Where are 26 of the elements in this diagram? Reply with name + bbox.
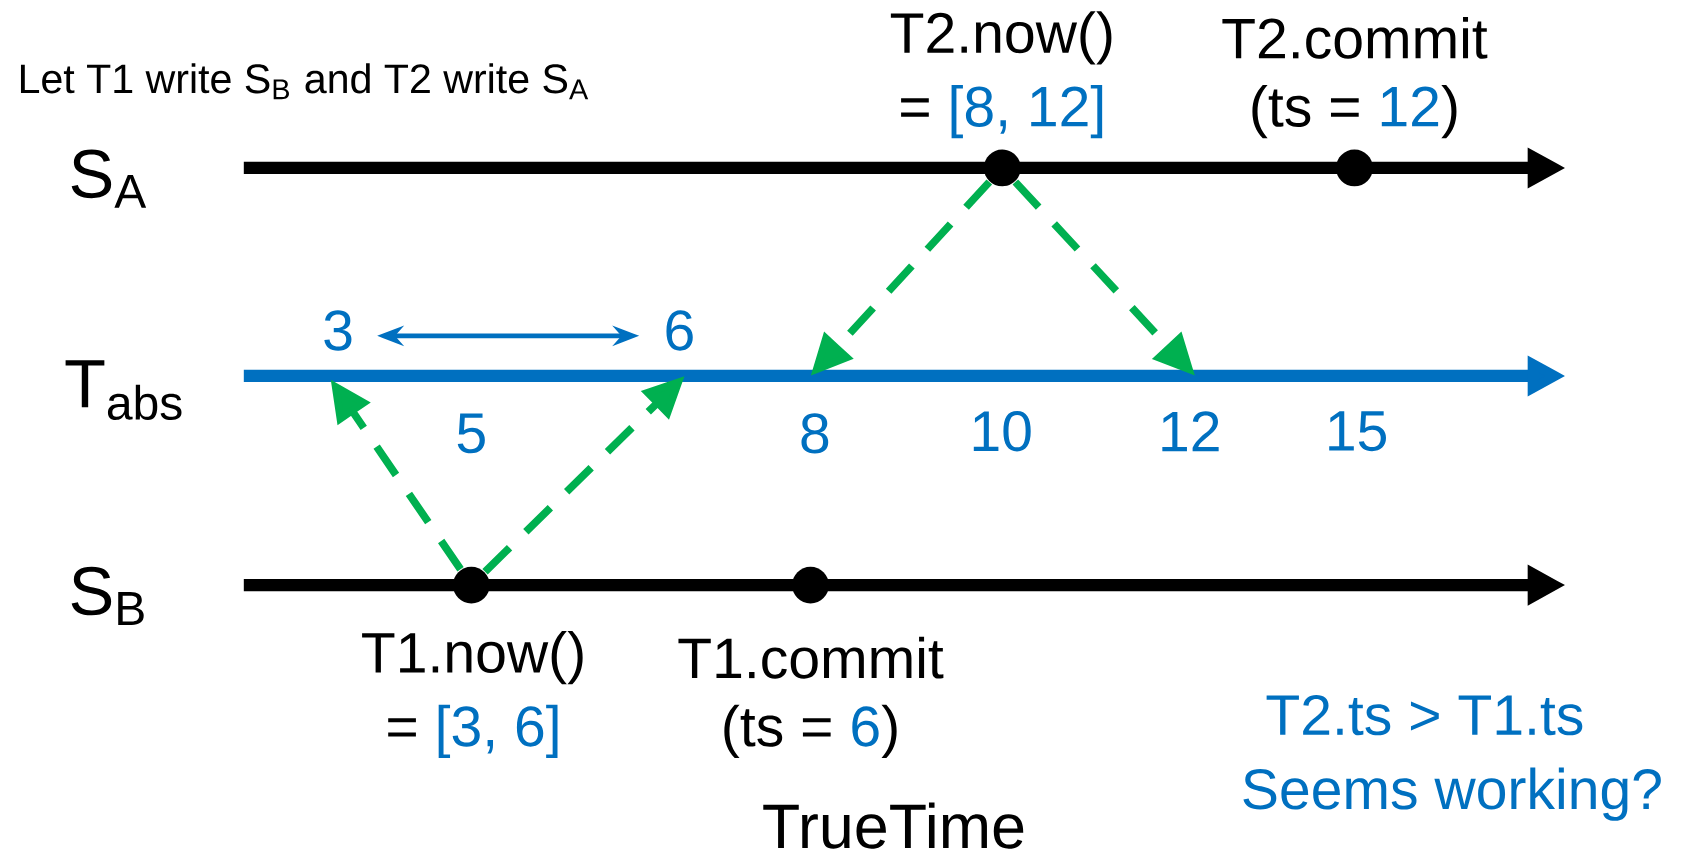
event-label: T2.commit — [1222, 17, 1488, 59]
tick-label: 6 — [666, 310, 693, 351]
event-dot — [792, 566, 829, 604]
tick-label: 10 — [973, 411, 1031, 452]
note-text: Let T1 write S$_{B}$ and T2 write S$_{A}$ — [21, 63, 589, 100]
timeline-label: T$_{abs}$ — [65, 360, 182, 420]
event-label: = [3, 6] — [388, 704, 558, 758]
event-dot — [983, 149, 1021, 187]
event-label: (ts = 12) — [1252, 85, 1457, 139]
timeline-label: S$_{B}$ — [71, 566, 144, 626]
timeline-label: S$_{A}$ — [71, 149, 147, 208]
tick-label: 5 — [457, 413, 485, 454]
tick-label: 3 — [324, 310, 352, 351]
caption: TrueTime — [763, 802, 1024, 849]
tick-label: 15 — [1329, 411, 1386, 452]
tick-label: 8 — [801, 413, 829, 454]
event-dot — [452, 566, 490, 604]
note-text: T2.ts > T1.ts — [1266, 694, 1583, 736]
tick-label: 12 — [1162, 411, 1219, 452]
note-text: Seems working? — [1243, 767, 1661, 821]
event-dot — [1336, 149, 1373, 187]
event-label: (ts = 6) — [724, 704, 897, 759]
event-label: = [8, 12] — [901, 85, 1103, 139]
event-label: T1.commit — [678, 636, 944, 679]
event-label: T2.now() — [890, 11, 1112, 65]
event-label: T1.now() — [362, 631, 583, 685]
